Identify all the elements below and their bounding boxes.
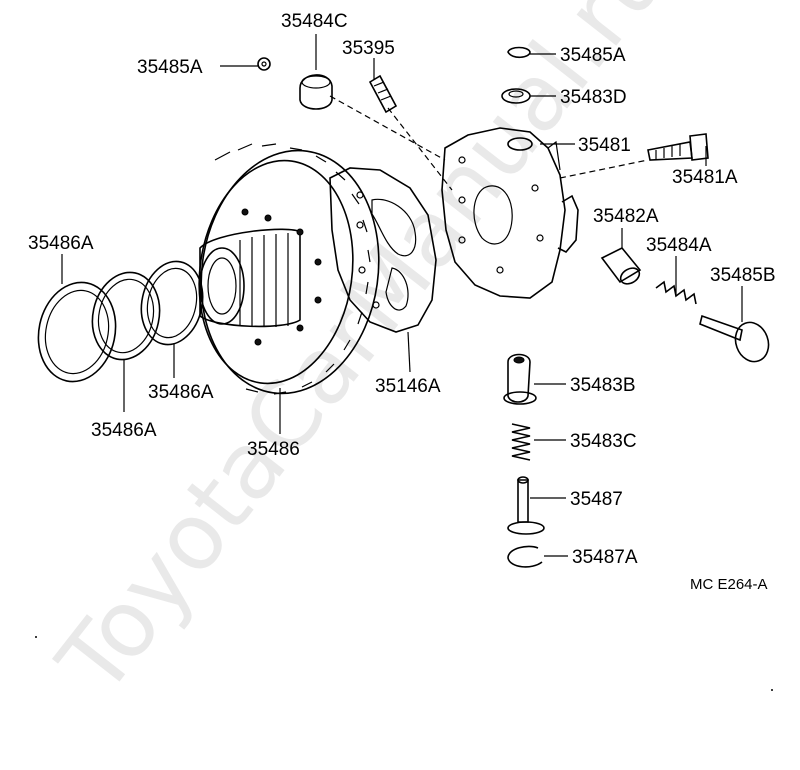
label-35483D: 35483D (560, 87, 627, 108)
seal-ring-front (37, 281, 117, 383)
figure-code: MC E264-A (690, 576, 768, 593)
seal-ring-middle (91, 271, 161, 361)
snap-ring-35487A (507, 545, 543, 568)
gasket (329, 167, 437, 333)
seal-ring-rear (140, 260, 204, 346)
label-35482A: 35482A (593, 206, 659, 227)
label-35486A-top: 35486A (28, 233, 94, 254)
valve-35485B (699, 314, 770, 363)
label-35486A-bottom: 35486A (91, 420, 157, 441)
label-35486A-mid: 35486A (148, 382, 214, 403)
label-35481: 35481 (578, 135, 631, 156)
pump-cover (441, 127, 579, 299)
assembly-line-c (559, 159, 649, 179)
plug-35395 (368, 74, 398, 114)
spring-35483C (511, 423, 531, 461)
leader-lines (61, 34, 743, 557)
label-35485B: 35485B (710, 265, 776, 286)
label-35487: 35487 (570, 489, 623, 510)
stray-dot-right (771, 689, 773, 691)
label-35485A-left: 35485A (137, 57, 203, 78)
label-35487A: 35487A (572, 547, 638, 568)
label-35481A: 35481A (672, 167, 738, 188)
stray-dot-left (35, 636, 37, 638)
sleeve-35482A (600, 246, 642, 285)
label-35485A-right: 35485A (560, 45, 626, 66)
label-35483B: 35483B (570, 375, 636, 396)
valve-35487 (507, 476, 545, 535)
assembly-line-b (387, 107, 453, 191)
label-35395: 35395 (342, 38, 395, 59)
assembly-line-a (329, 95, 446, 161)
clip-35485A-right (507, 46, 531, 59)
sleeve-35483B (503, 353, 537, 405)
label-35484C: 35484C (281, 11, 348, 32)
label-35483C: 35483C (570, 431, 637, 452)
bolt-35481A (647, 133, 709, 161)
check-ball-35484C (299, 74, 333, 110)
clip-35485A-left (257, 57, 271, 71)
label-35146A: 35146A (375, 376, 441, 397)
label-35484A: 35484A (646, 235, 712, 256)
label-35486: 35486 (247, 439, 300, 460)
